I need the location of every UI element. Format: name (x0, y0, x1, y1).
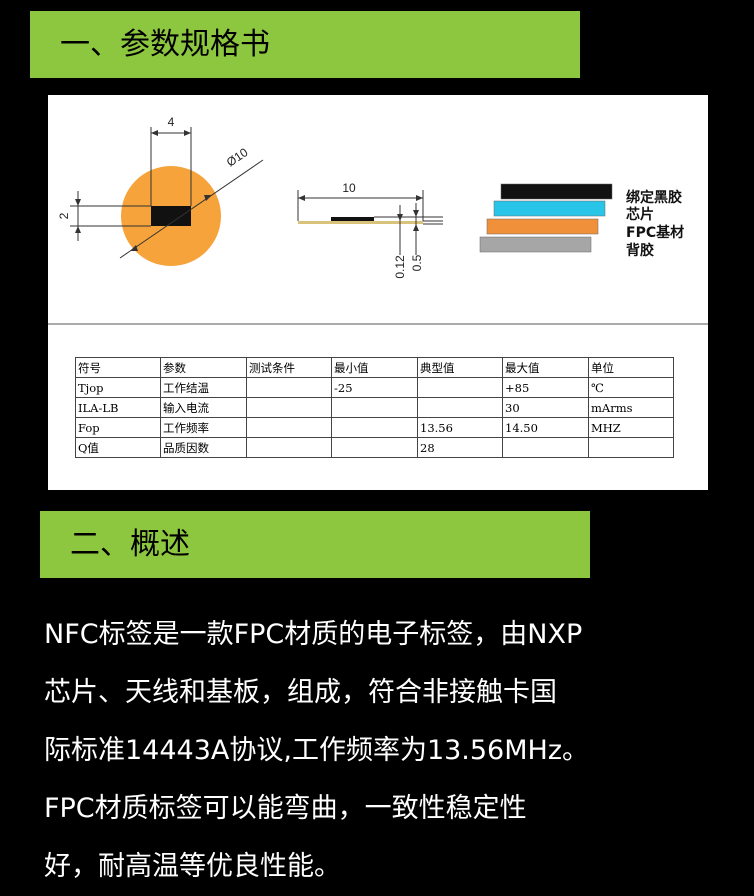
side-view: 10 0.12 0.5 (297, 181, 443, 279)
spec-panel: 4 2 Ø10 10 (48, 95, 708, 490)
table-cell (417, 377, 503, 398)
table-header-cell: 符号 (75, 357, 161, 378)
dimension-diagram: 4 2 Ø10 10 (48, 115, 708, 325)
overview-line: 好，耐高温等优良性能。 (44, 851, 341, 882)
table-cell: MHZ (588, 417, 674, 438)
section-header-specs: 一、参数规格书 (30, 11, 580, 78)
dim-length-label: 10 (342, 181, 356, 195)
disc-top-view: 4 2 Ø10 (57, 115, 264, 266)
layer-label: 绑定黑胶 (626, 189, 682, 206)
table-cell: ILA-LB (75, 397, 161, 418)
dim-diameter-label: Ø10 (224, 145, 251, 169)
section-header-overview: 二、概述 (40, 511, 590, 578)
layer-bar (493, 200, 606, 217)
overview-line: 际标准14443A协议,工作频率为13.56MHz。 (44, 735, 590, 766)
table-cell (331, 417, 418, 438)
table-cell (331, 437, 418, 458)
layer-bar (479, 236, 592, 253)
dim-thickness-b-label: 0.5 (410, 254, 424, 271)
table-cell: 输入电流 (160, 397, 247, 418)
chip-square (151, 206, 191, 226)
overview-text: NFC标签是一款FPC材质的电子标签，由NXP 芯片、天线和基板，组成，符合非接… (44, 606, 744, 896)
table-cell: 工作频率 (160, 417, 247, 438)
side-chip (331, 217, 374, 221)
overview-line: 芯片、天线和基板，组成，符合非接触卡国 (44, 677, 557, 708)
overview-line: NFC标签是一款FPC材质的电子标签，由NXP (44, 619, 583, 650)
table-row: Q值品质因数 28 (75, 437, 674, 458)
table-header-cell: 参数 (160, 357, 247, 378)
table-cell: Q值 (75, 437, 161, 458)
overview-line: FPC材质标签可以能弯曲，一致性稳定性 (44, 793, 527, 824)
layer-label: FPC基材 (626, 224, 684, 241)
layer-label: 背胶 (626, 242, 654, 259)
layer-bar (500, 183, 613, 200)
table-header-row: 符号参数测试条件最小值典型值最大值单位 (75, 357, 674, 378)
table-cell: 28 (417, 437, 503, 458)
side-substrate (298, 221, 423, 224)
table-cell (502, 437, 589, 458)
table-cell (417, 397, 503, 418)
layer-bar (486, 218, 599, 235)
table-cell: 14.50 (502, 417, 589, 438)
layer-label: 芯片 (626, 206, 654, 223)
table-cell (588, 437, 674, 458)
dim-thickness-a-label: 0.12 (393, 255, 407, 279)
table-cell: 13.56 (417, 417, 503, 438)
table-header-cell: 典型值 (417, 357, 503, 378)
table-cell: -25 (331, 377, 418, 398)
table-cell: 工作结温 (160, 377, 247, 398)
section-title-specs: 一、参数规格书 (60, 26, 270, 62)
table-cell: mArms (588, 397, 674, 418)
table-cell: ℃ (588, 377, 674, 398)
table-header-cell: 最小值 (331, 357, 418, 378)
table-header-cell: 单位 (588, 357, 674, 378)
table-cell: 30 (502, 397, 589, 418)
table-cell: +85 (502, 377, 589, 398)
table-cell (246, 437, 332, 458)
table-cell (246, 377, 332, 398)
table-header-cell: 测试条件 (246, 357, 332, 378)
section-title-overview: 二、概述 (70, 526, 190, 562)
table-cell (246, 417, 332, 438)
dim-width-small-label: 4 (168, 115, 175, 129)
table-cell: 品质因数 (160, 437, 247, 458)
table-header-cell: 最大值 (502, 357, 589, 378)
table-cell: Fop (75, 417, 161, 438)
table-cell: Tjop (75, 377, 161, 398)
table-cell (331, 397, 418, 418)
table-cell (246, 397, 332, 418)
dim-height-small-label: 2 (57, 212, 71, 219)
